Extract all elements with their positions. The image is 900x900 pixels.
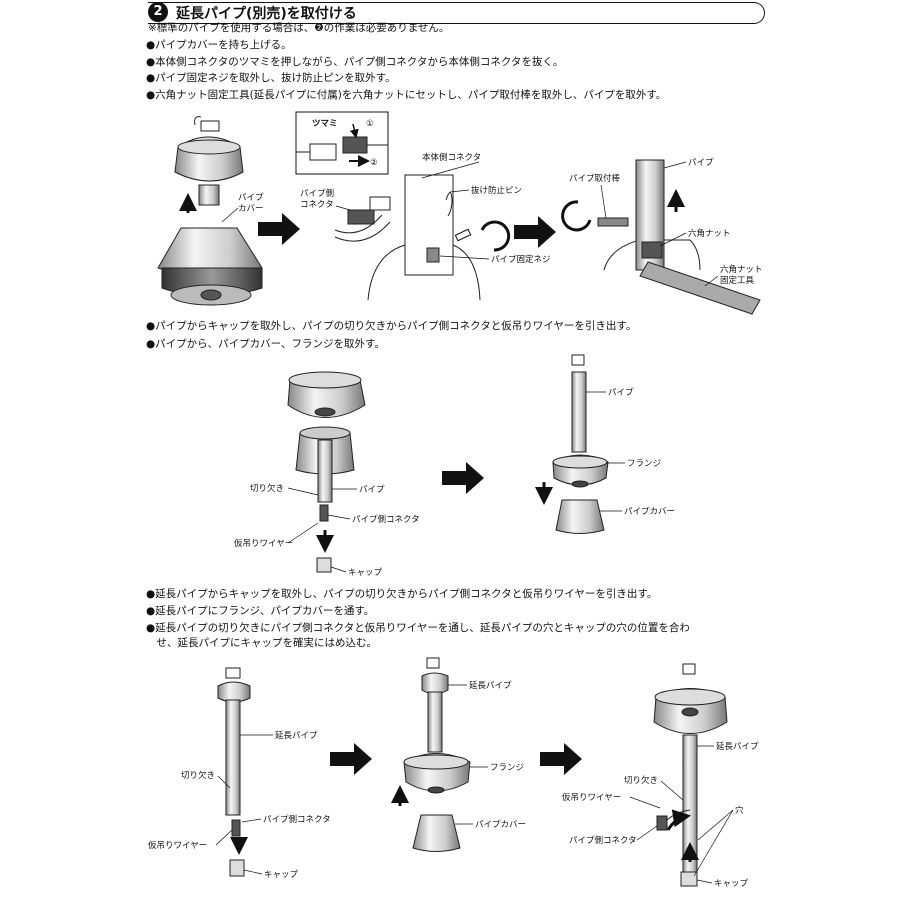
section-title: 延長パイプ(別売)を取付ける [176,6,357,22]
note-text: ※標準のパイプを使用する場合は、❷の作業は必要ありません。 [148,22,450,34]
rotate-arrow-icon [480,220,511,252]
next-step-arrow-icon [540,743,582,775]
hex-nut-illustration [597,159,761,315]
instruction-line: ●パイプカバーを持ち上げる。 [146,39,292,51]
pin-label: 抜け防止ピン [471,185,522,196]
pipe-cover-label: パイプ [238,193,264,203]
notch-label: 切り欠き [250,483,284,494]
mount-detail-illustration [334,174,481,301]
notch-label-2: 切り欠き [181,770,215,781]
pipe-connector-label-2: パイプ側コネクタ [352,514,420,525]
next-step-arrow-icon [442,462,484,494]
pipe-connector-label-4: パイプ側コネクタ [569,835,637,846]
instruction-line: せ、延長パイプにキャップを確実にはめ込む。 [146,637,377,649]
canopy-removal-illustration [287,371,366,573]
final-assembly-illustration [653,663,728,887]
ext-pipe-label-2: 延長パイプ [469,680,512,691]
ext-pipe-label: 延長パイプ [275,730,318,741]
cap-label: キャップ [348,568,383,578]
instruction-line: ●パイプから、パイプカバー、フランジを取外す。 [146,338,386,350]
hex-nut-label: 六角ナット [688,228,731,239]
next-step-arrow-icon [330,743,372,775]
flange-label-2: フランジ [490,763,524,773]
pipe-cover-label-2: パイプカバー [624,507,675,517]
cap-label-2: キャップ [264,870,299,880]
rotate-arrow-icon [561,200,592,232]
pipe-label: パイプ [688,158,714,168]
next-step-arrow-icon [258,213,300,245]
ext-pipe-label-3: 延長パイプ [716,741,759,752]
section-header-frame [148,2,765,24]
instruction-line: ●パイプからキャップを取外し、パイプの切り欠きからパイプ側コネクタと仮吊りワイヤ… [146,320,637,332]
flange-mount-illustration [403,657,471,852]
instruction-line: ●延長パイプにフランジ、パイプカバーを通す。 [146,605,375,617]
temp-wire-label: 仮吊りワイヤー [234,538,293,549]
connector-detail-illustration [296,136,388,161]
cap-label-3: キャップ [714,879,749,889]
instruction-line: ●延長パイプからキャップを取外し、パイプの切り欠きからパイプ側コネクタと仮吊りワ… [146,588,658,600]
temp-wire-label-2: 仮吊りワイヤー [148,840,207,851]
pipe-label-3: パイプ [608,388,634,398]
hex-tool-label: 六角ナット [720,264,763,275]
flange-label: フランジ [627,459,661,469]
hex-tool-label-line2: 固定工具 [720,275,755,286]
instruction-line: ●六角ナット固定工具(延長パイプに付属)を六角ナットにセットし、パイプ取付棒を取… [146,89,667,101]
canopy-assembly-illustration [157,116,263,306]
screw-label: パイプ固定ネジ [491,254,551,265]
mount-rod-label: パイプ取付棒 [569,173,621,184]
instruction-line: ●パイプ固定ネジを取外し、抜け防止ピンを取外す。 [146,72,396,84]
pipe-cover-label-3: パイプカバー [475,820,526,830]
pipe-connector-label-line2: コネクタ [300,200,334,210]
screw-icon [454,228,472,242]
hole-label: 穴 [735,805,744,816]
pipe-label-2: パイプ [359,485,385,495]
parts-separated-illustration [552,354,609,534]
step2-marker: ② [370,158,378,168]
step1-marker: ① [366,119,374,129]
connector-detail-box [295,111,389,175]
pipe-connector-label-3: パイプ側コネクタ [263,814,331,825]
instruction-line: ●本体側コネクタのツマミを押しながら、パイプ側コネクタから本体側コネクタを抜く。 [146,56,564,68]
notch-label-3: 切り欠き [624,775,658,786]
knob-label: ツマミ [312,119,338,129]
pipe-connector-label: パイプ側 [300,188,334,199]
temp-wire-label-3: 仮吊りワイヤー [562,792,621,803]
pipe-cover-label-line2: カバー [238,204,264,214]
next-step-arrow-icon [514,216,556,248]
body-connector-label: 本体側コネクタ [422,152,481,163]
insert-arrow-icon [666,809,691,831]
step-number-badge: 2 [148,2,168,22]
instruction-line: ●延長パイプの切り欠きにパイプ側コネクタと仮吊りワイヤーを通し、延長パイプの穴と… [146,622,690,634]
extension-pipe-illustration [217,667,251,877]
